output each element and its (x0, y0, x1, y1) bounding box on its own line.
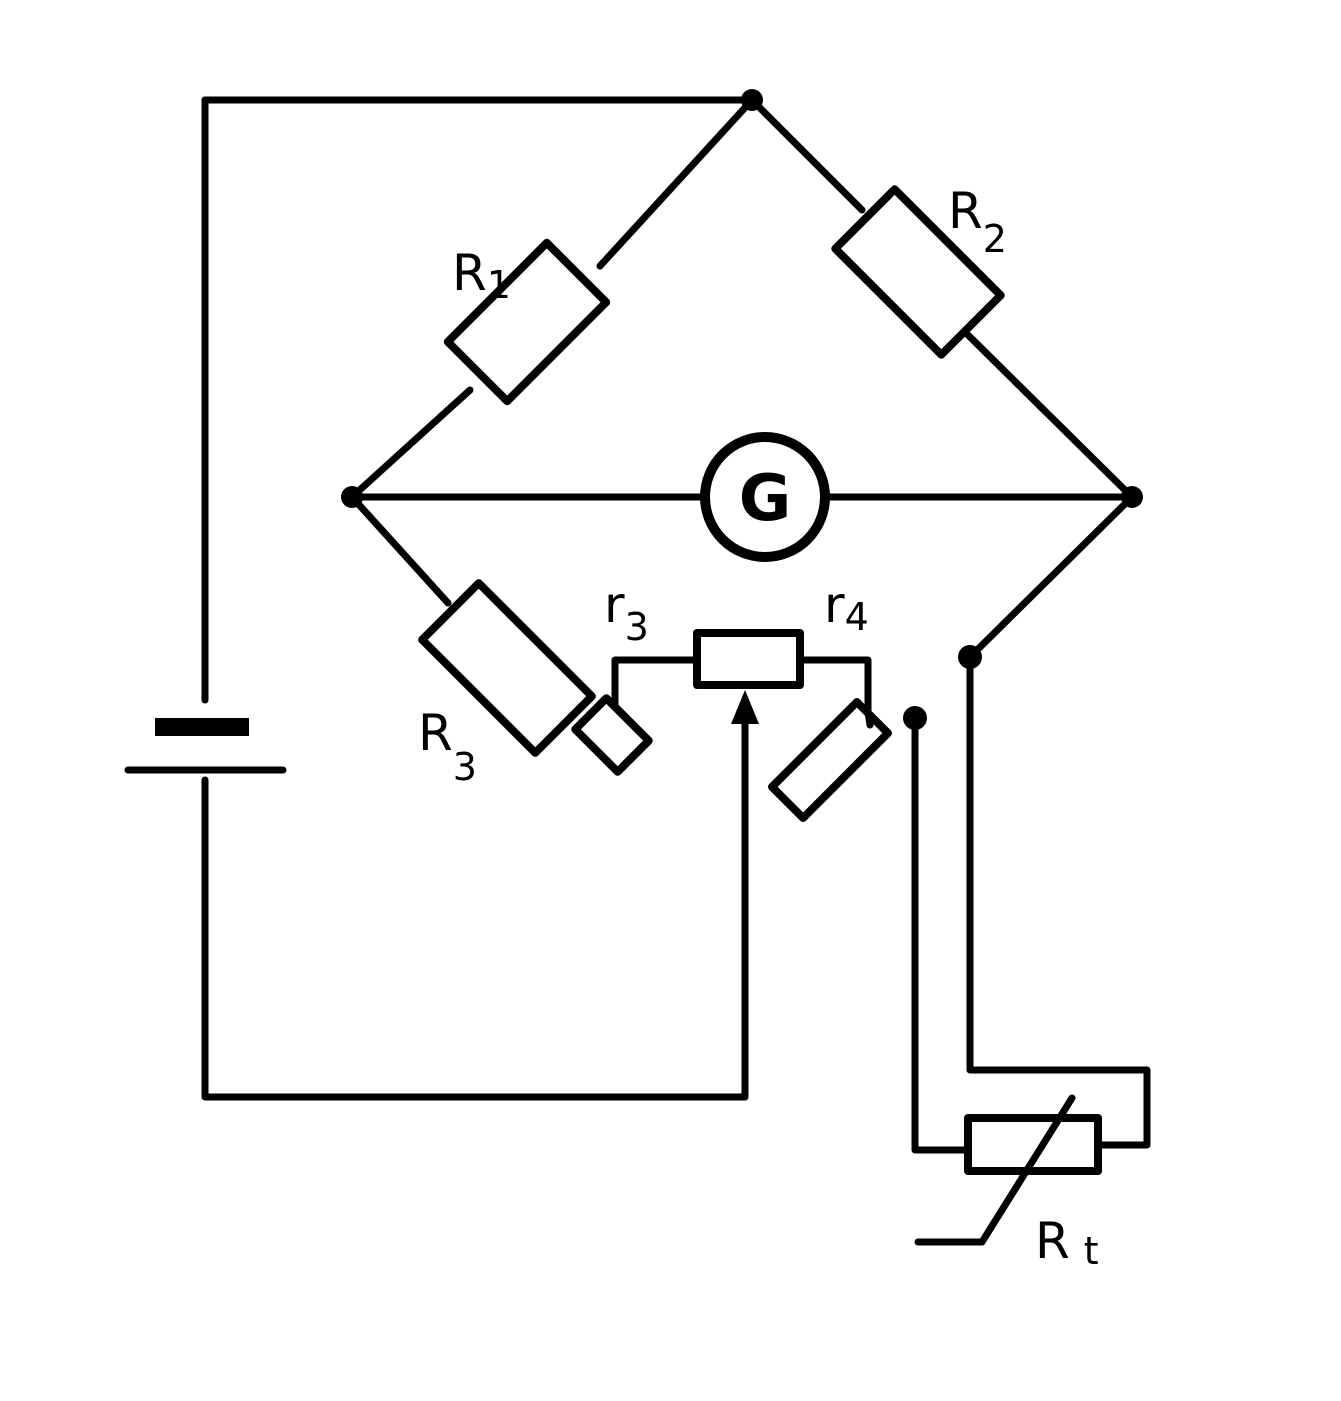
slide-wire-resistor (693, 629, 804, 689)
junction-rt-right (958, 645, 982, 669)
wire-r2-top (748, 96, 866, 214)
wire-r2-bottom (964, 331, 1136, 501)
label-r1: R1 (452, 244, 511, 307)
wire-rt-left-lead (911, 714, 972, 1154)
label-small-r4: r4 (824, 576, 869, 639)
wire-rt-right-lead (966, 653, 1151, 1149)
junction-right (1121, 486, 1143, 508)
battery-negative-plate (155, 718, 249, 736)
label-small-r3: r3 (604, 576, 649, 649)
slider-arrow-icon (731, 690, 759, 724)
switch-blade-lead (864, 708, 874, 729)
label-r2: R2 (948, 182, 1007, 261)
galvanometer-label: G (739, 462, 792, 536)
resistor-r3-lead-tab (571, 694, 653, 776)
resistor-r2 (831, 185, 1005, 359)
switch-blade (768, 698, 892, 822)
label-r3: R3 (418, 704, 477, 789)
resistor-r3 (418, 579, 596, 757)
junction-rt-left (903, 706, 927, 730)
thermistor-variable-line (914, 1094, 1076, 1246)
battery (124, 718, 287, 774)
galvanometer (700, 432, 830, 562)
thermistor-rt (964, 1114, 1102, 1175)
wire-r4small-lead (796, 656, 872, 716)
junction-top (741, 89, 763, 111)
wire-r1-top (596, 96, 756, 270)
wire-battery-left-lower (201, 714, 749, 1101)
wire-right-diagonal (966, 493, 1136, 661)
wire-r1-bottom (348, 386, 474, 501)
junction-left (341, 486, 363, 508)
wire-r3-top (348, 493, 452, 607)
resistor-r1 (443, 238, 611, 406)
